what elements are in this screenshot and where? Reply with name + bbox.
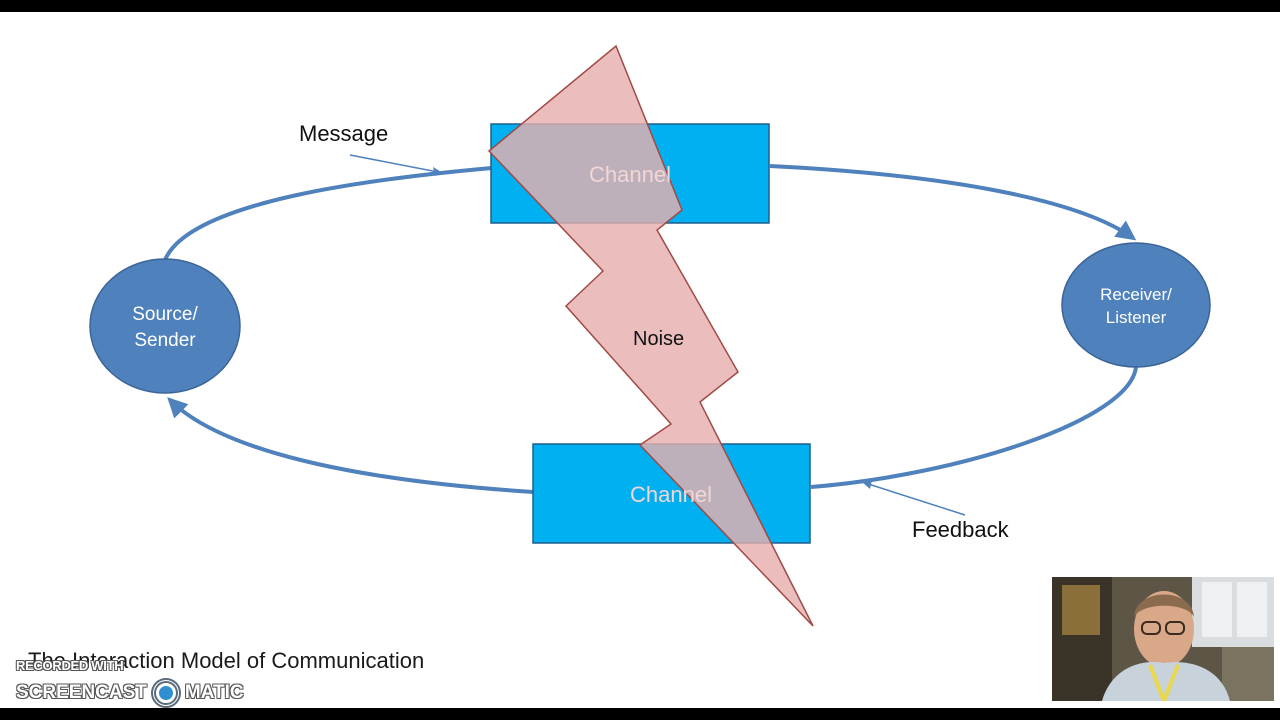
watermark-brand: SCREENCAST MATIC [16, 678, 244, 708]
source-label-line1: Source/ [132, 304, 198, 325]
message-arc [163, 166, 493, 261]
receiver-label-line1: Receiver/ [1100, 285, 1172, 304]
noise-label: Noise [633, 328, 684, 350]
interaction-model-diagram: Source/ Sender Receiver/ Listener Channe… [89, 44, 1211, 627]
noise-bolt [487, 44, 814, 627]
to-receiver-arrow [769, 164, 1137, 241]
to-source-arrow [167, 397, 534, 494]
message-label: Message [299, 121, 388, 146]
message-pointer [349, 154, 444, 174]
receiver-label-line2: Listener [1106, 308, 1167, 327]
receiver-node [1061, 242, 1211, 368]
feedback-pointer [861, 481, 966, 516]
presenter-video-icon [1052, 577, 1274, 701]
watermark-brand-right: MATIC [184, 682, 244, 703]
slide: Source/ Sender Receiver/ Listener Channe… [0, 12, 1280, 708]
webcam-overlay [1052, 577, 1274, 701]
source-node [89, 258, 241, 394]
message-pointer-head [433, 167, 443, 176]
slide-title: The Interaction Model of Communication [28, 648, 425, 673]
channel-top-label: Channel [589, 162, 671, 187]
source-label-line2: Sender [134, 330, 196, 351]
feedback-arc [810, 366, 1138, 489]
feedback-pointer-head [862, 480, 872, 489]
channel-bottom-label: Channel [630, 482, 712, 507]
screencast-watermark: RECORDED WITH SCREENCAST MATIC [16, 658, 246, 708]
feedback-label: Feedback [912, 517, 1010, 542]
watermark-brand-left: SCREENCAST [16, 682, 147, 703]
watermark-recorded-text: RECORDED WITH [16, 658, 124, 673]
screencast-logo-icon [150, 678, 181, 708]
